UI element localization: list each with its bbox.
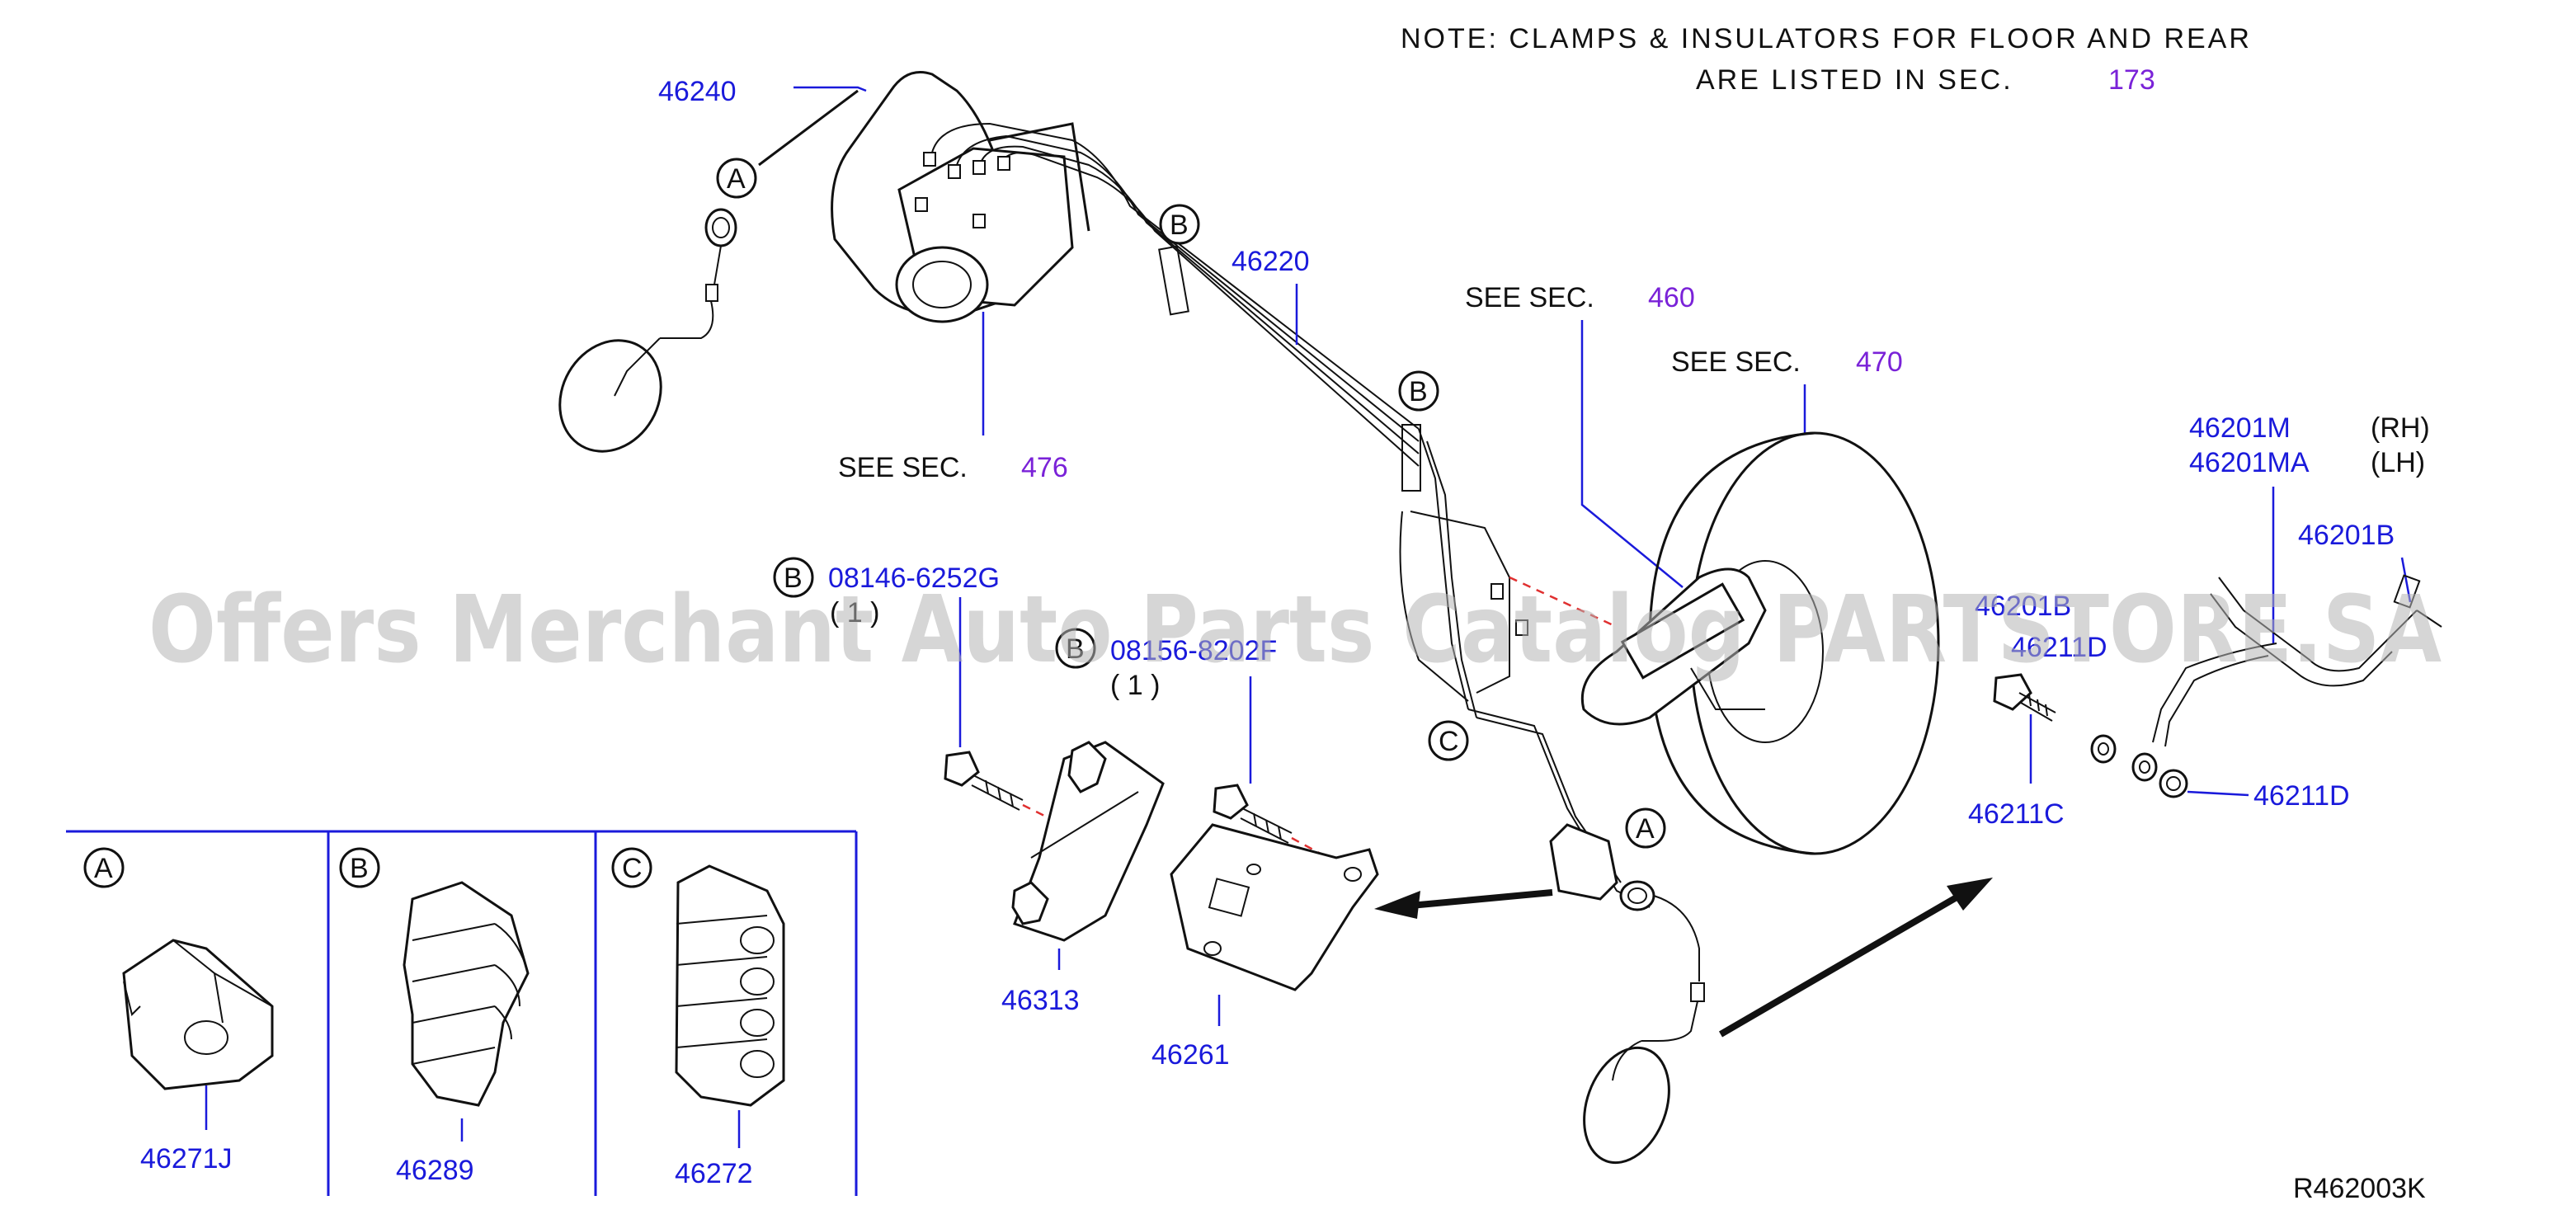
qty-08146-label: ( 1 ) <box>830 597 879 628</box>
lh-label: (LH) <box>2371 447 2425 478</box>
part-46211D-bottom-label[interactable]: 46211D <box>2253 780 2350 812</box>
svg-text:A: A <box>1636 813 1655 845</box>
svg-text:B: B <box>1066 633 1085 665</box>
see-sec-460-prefix: SEE SEC. <box>1465 282 1594 313</box>
brake-tubes-drawing <box>1399 428 1651 908</box>
part-46211D-top-label[interactable]: 46211D <box>2011 632 2107 663</box>
callout-c-main: C <box>1428 720 1469 761</box>
bolt-46211C-drawing <box>1993 673 2056 722</box>
clip-46272-drawing <box>675 864 785 1107</box>
svg-text:B: B <box>350 853 369 884</box>
part-46240-label[interactable]: 46240 <box>658 76 737 107</box>
part-46272-label[interactable]: 46272 <box>675 1158 753 1189</box>
svg-text:C: C <box>622 853 643 884</box>
bracket-46261-drawing <box>1170 823 1379 991</box>
part-46313-label[interactable]: 46313 <box>1001 985 1080 1016</box>
part-46201B-hidden-label[interactable]: 46201B <box>1975 591 2071 622</box>
callout-a-top: A <box>716 158 757 199</box>
see-sec-460-link[interactable]: 460 <box>1648 282 1695 313</box>
part-46201B-label[interactable]: 46201B <box>2298 520 2395 551</box>
see-sec-470-link[interactable]: 470 <box>1856 346 1903 378</box>
part-08156-8202F-label[interactable]: 08156-8202F <box>1110 635 1277 666</box>
svg-text:B: B <box>1409 376 1428 407</box>
clip-46289-drawing <box>403 881 530 1107</box>
part-46240-leader <box>794 86 867 92</box>
rh-label: (RH) <box>2371 412 2430 444</box>
rear-hose-drawing <box>2090 574 2442 798</box>
svg-text:A: A <box>94 853 113 884</box>
svg-text:B: B <box>1170 209 1189 241</box>
svg-text:C: C <box>1439 726 1459 757</box>
brake-booster-drawing <box>1580 431 1940 855</box>
note-section-link[interactable]: 173 <box>2108 64 2155 96</box>
clip-46271J-drawing <box>122 939 274 1090</box>
diagram-code: R462003K <box>2293 1173 2426 1204</box>
part-46289-label[interactable]: 46289 <box>396 1155 474 1186</box>
part-46271J-label[interactable]: 46271J <box>140 1143 233 1175</box>
inset-boxes <box>66 830 858 1196</box>
inset-callout-a: A <box>83 847 125 888</box>
see-sec-476-prefix: SEE SEC. <box>838 452 968 483</box>
bolt-08146-drawing <box>944 751 1057 823</box>
callout-a-bottom: A <box>1625 807 1666 849</box>
inset-callout-c: C <box>611 847 652 888</box>
see-sec-476-link[interactable]: 476 <box>1021 452 1068 483</box>
part-46201M-label[interactable]: 46201M <box>2189 412 2291 444</box>
watermark-text: Offers Merchant Auto Parts Catalog PARTS… <box>148 577 2442 684</box>
callout-b-upper: B <box>1158 204 1200 316</box>
grommet-top-drawing <box>558 208 737 453</box>
abs-actuator-drawing <box>831 71 1420 467</box>
callout-b-mid: B <box>1398 370 1439 492</box>
svg-text:B: B <box>784 563 803 594</box>
part-46220-label[interactable]: 46220 <box>1231 246 1310 277</box>
arrow-left-drawing <box>1374 889 1553 919</box>
svg-text:A: A <box>727 163 746 195</box>
note-line-2: ARE LISTED IN SEC. <box>1696 64 2013 96</box>
see-sec-470-prefix: SEE SEC. <box>1671 346 1801 378</box>
callout-b-08146: B <box>773 557 814 598</box>
part-46261-label[interactable]: 46261 <box>1151 1039 1230 1071</box>
arrow-right-drawing <box>1718 878 1993 1038</box>
bracket-46313-drawing <box>1011 741 1165 942</box>
inset-callout-b: B <box>339 847 380 888</box>
part-46201MA-label[interactable]: 46201MA <box>2189 447 2310 478</box>
part-46211C-label[interactable]: 46211C <box>1968 798 2065 830</box>
qty-08156-label: ( 1 ) <box>1110 670 1160 701</box>
grommet-bottom-drawing <box>1549 823 1705 1165</box>
note-line-1: NOTE: CLAMPS & INSULATORS FOR FLOOR AND … <box>1401 23 2252 54</box>
part-08146-6252G-label[interactable]: 08146-6252G <box>828 563 1000 594</box>
callout-b-08156: B <box>1055 628 1096 669</box>
